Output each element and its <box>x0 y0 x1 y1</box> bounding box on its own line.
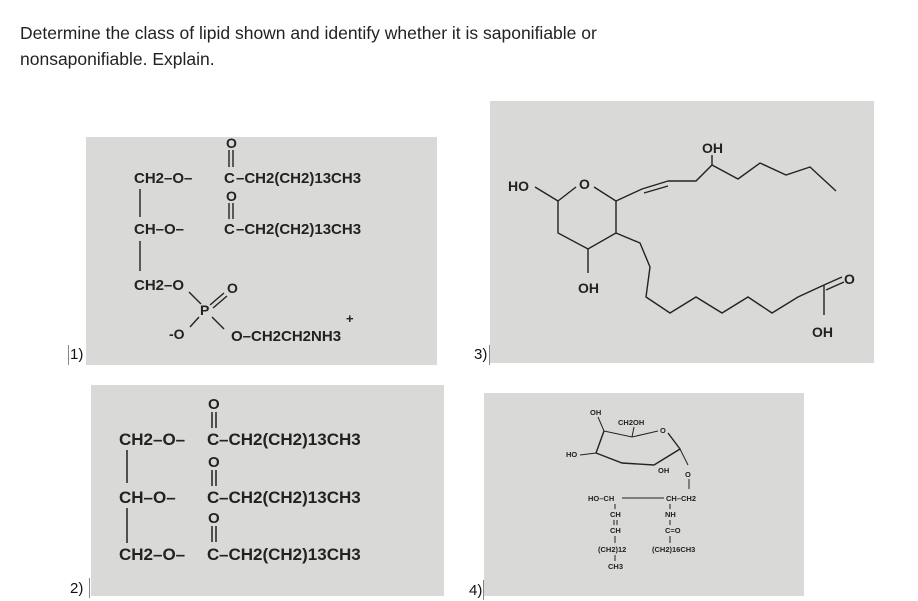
s4-glyco-o: O <box>685 470 691 479</box>
s1-carbonyl-o-1: O <box>226 137 237 151</box>
s2-carbon-3: C <box>207 545 219 564</box>
s2-carbonyl-o-1: O <box>208 396 220 413</box>
s4-chain-right: (CH2)16CH3 <box>652 545 695 554</box>
s4-chain-left: (CH2)12 <box>598 545 626 554</box>
s3-ho-ring: HO <box>508 178 529 194</box>
label-4: 4) <box>469 582 483 599</box>
s4-ch-1: CH <box>610 510 621 519</box>
s1-plus: + <box>346 311 354 326</box>
s1-row1-left: CH2–O– <box>134 170 192 187</box>
s1-carbon-2: C <box>224 221 235 238</box>
s2-carbon-2: C <box>207 488 219 507</box>
structure-2-triglyceride: O CH2–O– C –CH2(CH2)13CH3 O CH–O– C –CH2… <box>119 396 361 564</box>
s4-ch3: CH3 <box>608 562 623 571</box>
s2-carbon-1: C <box>207 430 219 449</box>
s3-acid-o: O <box>844 271 855 287</box>
s2-carbonyl-o-3: O <box>208 510 220 527</box>
s2-carbonyl-o-2: O <box>208 454 220 471</box>
label-1: 1) <box>70 346 84 363</box>
s4-ch2oh: CH2OH <box>618 418 644 427</box>
structure-4-cerebroside: OH CH2OH O HO OH O HO–CH CH–CH2 CH CH (C… <box>566 408 696 571</box>
s1-row3-left: CH2–O <box>134 277 184 294</box>
s3-acid-oh: OH <box>812 324 833 340</box>
s1-row2-left: CH–O– <box>134 221 184 238</box>
bracket-3 <box>489 345 490 365</box>
s2-chain-3: –CH2(CH2)13CH3 <box>219 545 361 564</box>
question-line-1: Determine the class of lipid shown and i… <box>20 23 597 43</box>
structure-1-panel: O CH2–O– C –CH2(CH2)13CH3 O CH–O– C –CH2… <box>86 137 437 365</box>
s3-ring-o: O <box>579 176 590 192</box>
s1-ethanolamine: O–CH2CH2NH3 <box>231 328 341 345</box>
s2-chain-2: –CH2(CH2)13CH3 <box>219 488 361 507</box>
structure-3-panel: HO O OH OH O OH <box>490 101 874 363</box>
s4-oh-top: OH <box>590 408 601 417</box>
label-3: 3) <box>474 346 488 363</box>
structure-2-panel: O CH2–O– C –CH2(CH2)13CH3 O CH–O– C –CH2… <box>91 385 444 596</box>
s2-row2-left: CH–O– <box>119 488 176 507</box>
s4-backbone-left: HO–CH <box>588 494 614 503</box>
structure-1-phospholipid: O CH2–O– C –CH2(CH2)13CH3 O CH–O– C –CH2… <box>134 137 361 345</box>
structure-4-panel: OH CH2OH O HO OH O HO–CH CH–CH2 CH CH (C… <box>484 393 804 596</box>
s2-row1-left: CH2–O– <box>119 430 185 449</box>
label-2: 2) <box>70 580 84 597</box>
s2-row3-left: CH2–O– <box>119 545 185 564</box>
s4-ring-o: O <box>660 426 666 435</box>
s4-backbone-right: CH–CH2 <box>666 494 696 503</box>
s4-oh-bottom: OH <box>658 466 669 475</box>
s3-oh-ring: OH <box>578 280 599 296</box>
s4-ho-left: HO <box>566 450 577 459</box>
bracket-2 <box>89 578 90 598</box>
s1-phosphate-o-minus: -O <box>169 326 185 342</box>
s2-chain-1: –CH2(CH2)13CH3 <box>219 430 361 449</box>
question-text: Determine the class of lipid shown and i… <box>20 20 720 72</box>
s1-phosphorus: P <box>200 302 209 318</box>
bracket-4 <box>483 580 484 600</box>
s1-carbonyl-o-2: O <box>226 188 237 204</box>
bracket-1 <box>68 345 69 365</box>
s1-carbon-1: C <box>224 170 235 187</box>
s4-nh: NH <box>665 510 676 519</box>
s1-chain-1: –CH2(CH2)13CH3 <box>236 170 361 187</box>
s3-oh-top: OH <box>702 140 723 156</box>
s1-phosphate-eq-o: O <box>227 280 238 296</box>
s4-co: C=O <box>665 526 681 535</box>
structure-3-hydroxy-acid: HO O OH OH O OH <box>508 140 855 340</box>
s1-chain-2: –CH2(CH2)13CH3 <box>236 221 361 238</box>
s4-ch-2: CH <box>610 526 621 535</box>
question-line-2: nonsaponifiable. Explain. <box>20 49 215 69</box>
